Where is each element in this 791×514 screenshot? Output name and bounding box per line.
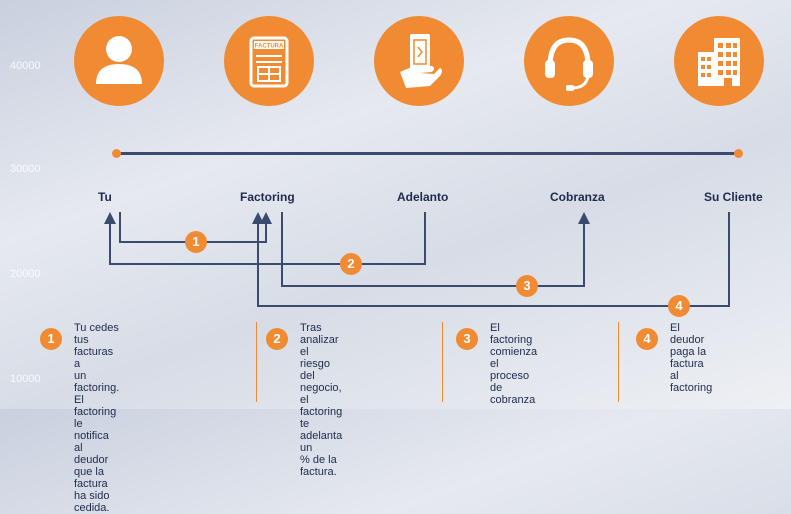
background-number: 30000: [10, 163, 41, 175]
flow-badge-4: 4: [668, 295, 690, 317]
step-number: 4: [636, 328, 658, 350]
step-number: 1: [40, 328, 62, 350]
step-text: Tu cedes tus facturas a un factoring. El…: [74, 322, 120, 514]
step-text: El deudor paga la factura al factoring: [670, 322, 713, 394]
step-text: Tras analizar el riesgo del negocio, el …: [300, 322, 343, 478]
step-separator: [256, 322, 257, 402]
step-separator: [618, 322, 619, 402]
flow-line-3: [281, 212, 590, 287]
invoice-icon: FACTURA: [224, 16, 314, 106]
person-icon: [74, 16, 164, 106]
step-number: 3: [456, 328, 478, 350]
timeline-dot-start: [112, 149, 121, 158]
timeline-dot-end: [734, 149, 743, 158]
actor-label-tu: Tu: [98, 190, 112, 204]
flow-badge-3: 3: [516, 275, 538, 297]
actor-label-adelanto: Adelanto: [397, 190, 449, 204]
cash-hand-icon: [374, 16, 464, 106]
flow-line-2: [104, 212, 426, 265]
step-separator: [442, 322, 443, 402]
timeline-line: [117, 152, 739, 155]
background-number: 40000: [10, 60, 41, 72]
actor-label-cobranza: Cobranza: [550, 190, 605, 204]
background-number: 20000: [10, 268, 41, 280]
flow-badge-1: 1: [185, 231, 207, 253]
flow-badge-2: 2: [340, 253, 362, 275]
actor-label-su-cliente: Su Cliente: [704, 190, 763, 204]
invoice-icon-text: FACTURA: [255, 44, 284, 50]
headset-icon: [524, 16, 614, 106]
flow-connectors: [104, 212, 730, 307]
building-icon: [674, 16, 764, 106]
flow-line-4: [252, 212, 730, 307]
step-text: El factoring comienza el proceso de cobr…: [490, 322, 538, 406]
actor-label-factoring: Factoring: [240, 190, 295, 204]
background-number: 10000: [10, 373, 41, 385]
step-number: 2: [266, 328, 288, 350]
